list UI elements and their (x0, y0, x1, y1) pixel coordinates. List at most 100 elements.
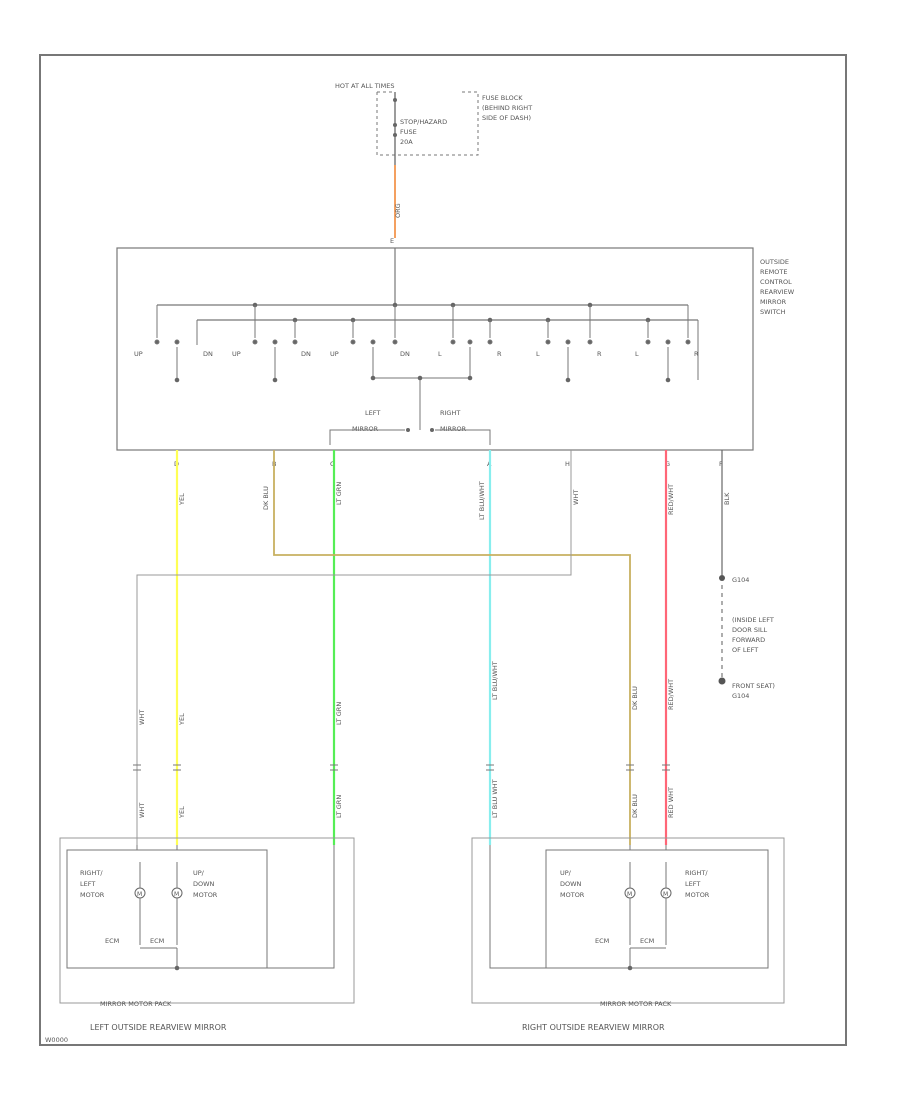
svg-text:UP: UP (330, 350, 339, 358)
svg-text:RED WHT: RED WHT (667, 787, 675, 818)
fuse-label-line-1: STOP/HAZARD (400, 118, 447, 126)
svg-text:OF LEFT: OF LEFT (732, 646, 758, 654)
lower-wire-labels: WHT YEL LT GRN LT BLU/WHT DK BLU RED/WHT (138, 661, 675, 726)
left-mirror-motor-2: UP/ DOWN MOTOR M (171, 869, 218, 899)
svg-text:G104: G104 (732, 692, 749, 700)
svg-text:LT GRN: LT GRN (335, 702, 343, 725)
svg-text:M: M (174, 891, 179, 898)
svg-text:MOTOR: MOTOR (685, 891, 710, 899)
svg-text:ECM: ECM (640, 937, 654, 945)
ground-g104-label: G104 (732, 576, 749, 584)
svg-text:MIRROR: MIRROR (352, 425, 379, 433)
mirror-switch: OUTSIDE REMOTE CONTROL REARVIEW MIRROR S… (116, 247, 795, 451)
fuse-label-line-2: FUSE (400, 128, 417, 136)
left-mirror-title: LEFT OUTSIDE REARVIEW MIRROR (90, 1023, 227, 1032)
svg-text:DN: DN (203, 350, 213, 358)
svg-text:MOTOR: MOTOR (560, 891, 585, 899)
svg-text:LEFT: LEFT (365, 409, 380, 417)
switch-contact-labels: UP DN UP DN UP DN L R L R L R (134, 350, 699, 358)
svg-text:REARVIEW: REARVIEW (760, 288, 795, 296)
svg-text:DN: DN (400, 350, 410, 358)
svg-text:WHT: WHT (138, 803, 146, 818)
svg-text:LEFT: LEFT (685, 880, 700, 888)
hot-at-all-times-label: HOT AT ALL TIMES (335, 82, 395, 90)
svg-text:WHT: WHT (572, 490, 580, 505)
svg-text:DK BLU: DK BLU (631, 686, 639, 710)
svg-text:YEL: YEL (178, 713, 186, 726)
svg-text:UP/: UP/ (193, 869, 205, 877)
switch-title: OUTSIDE REMOTE CONTROL REARVIEW MIRROR S… (760, 258, 795, 316)
svg-text:G: G (665, 460, 670, 468)
svg-text:MOTOR: MOTOR (193, 891, 218, 899)
inline-connectors (133, 764, 670, 771)
svg-text:R: R (694, 350, 699, 358)
svg-text:YEL: YEL (178, 806, 186, 819)
fuse-label-line-3: 20A (400, 138, 413, 146)
svg-text:MIRROR: MIRROR (440, 425, 467, 433)
svg-text:REMOTE: REMOTE (760, 268, 787, 276)
left-mirror-motor-1: RIGHT/ LEFT MOTOR M (80, 869, 146, 899)
svg-text:DOWN: DOWN (193, 880, 215, 888)
svg-text:RIGHT/: RIGHT/ (80, 869, 103, 877)
svg-text:DK BLU: DK BLU (262, 486, 270, 510)
left-mirror-assembly: RIGHT/ LEFT MOTOR M UP/ DOWN MOTOR M ECM… (59, 837, 355, 1032)
svg-text:LT GRN: LT GRN (335, 482, 343, 505)
svg-text:DOOR SILL: DOOR SILL (732, 626, 767, 634)
svg-text:F: F (719, 460, 723, 468)
svg-text:RIGHT/: RIGHT/ (685, 869, 708, 877)
fuse-block-line-2: (BEHIND RIGHT (482, 104, 532, 112)
svg-text:RED/WHT: RED/WHT (667, 484, 675, 515)
left-mirror-assembly-label: MIRROR MOTOR PACK (100, 1000, 172, 1008)
svg-text:M: M (137, 891, 142, 898)
footer-code: W0000 (45, 1036, 68, 1044)
fuse-block-line-1: FUSE BLOCK (482, 94, 523, 102)
svg-text:DK BLU: DK BLU (631, 794, 639, 818)
svg-text:OUTSIDE: OUTSIDE (760, 258, 789, 266)
svg-text:ECM: ECM (105, 937, 119, 945)
upper-wire-labels: YEL DK BLU LT GRN LT BLU/WHT WHT RED/WHT… (178, 481, 731, 520)
fuse-block-line-3: SIDE OF DASH) (482, 114, 531, 122)
svg-text:DOWN: DOWN (560, 880, 582, 888)
switch-pin-letters: D B C A H G F (174, 460, 723, 468)
svg-text:UP: UP (134, 350, 143, 358)
svg-text:WHT: WHT (138, 710, 146, 725)
svg-text:FRONT SEAT): FRONT SEAT) (732, 682, 775, 690)
svg-text:MIRROR: MIRROR (760, 298, 787, 306)
svg-text:UP: UP (232, 350, 241, 358)
svg-text:UP/: UP/ (560, 869, 572, 877)
svg-text:H: H (565, 460, 570, 468)
svg-text:(INSIDE LEFT: (INSIDE LEFT (732, 616, 774, 624)
svg-text:ECM: ECM (150, 937, 164, 945)
svg-text:L: L (536, 350, 540, 358)
svg-text:DN: DN (301, 350, 311, 358)
svg-text:LT GRN: LT GRN (335, 795, 343, 818)
feed-wire-label: ORG (394, 203, 402, 218)
fuse-block: HOT AT ALL TIMES STOP/HAZARD FUSE 20A FU… (335, 82, 532, 165)
svg-text:ECM: ECM (595, 937, 609, 945)
svg-text:LT BLU WHT: LT BLU WHT (491, 779, 499, 818)
svg-text:RIGHT: RIGHT (440, 409, 460, 417)
svg-text:M: M (627, 891, 632, 898)
right-mirror-assembly: UP/ DOWN MOTOR M RIGHT/ LEFT MOTOR M ECM… (471, 837, 785, 1032)
right-mirror-title: RIGHT OUTSIDE REARVIEW MIRROR (522, 1023, 665, 1032)
svg-text:R: R (597, 350, 602, 358)
svg-text:FORWARD: FORWARD (732, 636, 765, 644)
svg-text:CONTROL: CONTROL (760, 278, 792, 286)
svg-text:LEFT: LEFT (80, 880, 95, 888)
svg-text:YEL: YEL (178, 493, 186, 506)
right-mirror-assembly-label: MIRROR MOTOR PACK (600, 1000, 672, 1008)
svg-text:LT BLU/WHT: LT BLU/WHT (491, 661, 499, 700)
svg-text:LT BLU/WHT: LT BLU/WHT (478, 481, 486, 520)
svg-text:MOTOR: MOTOR (80, 891, 105, 899)
connector-wire-labels: WHT YEL LT GRN LT BLU WHT DK BLU RED WHT (138, 779, 675, 819)
svg-text:L: L (438, 350, 442, 358)
svg-text:BLK: BLK (723, 492, 731, 505)
wire-white (136, 450, 572, 845)
svg-text:L: L (635, 350, 639, 358)
svg-text:SWITCH: SWITCH (760, 308, 786, 316)
feed-pin-label: E (390, 237, 394, 245)
svg-text:R: R (497, 350, 502, 358)
svg-text:C: C (330, 460, 335, 468)
svg-text:RED/WHT: RED/WHT (667, 679, 675, 710)
